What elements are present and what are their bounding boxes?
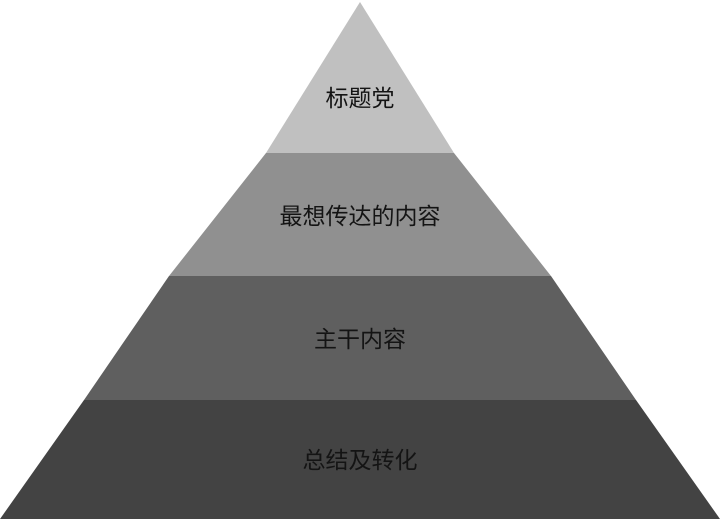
tier-1-shape bbox=[266, 2, 454, 153]
tier-1-label: 标题党 bbox=[325, 86, 395, 112]
tier-4-shape bbox=[0, 400, 720, 519]
tier-2-label: 最想传达的内容 bbox=[279, 204, 441, 230]
tier-4-label: 总结及转化 bbox=[302, 448, 418, 474]
tier-3-shape bbox=[84, 276, 636, 400]
tier-2-shape bbox=[169, 153, 551, 276]
tier-3-label: 主干内容 bbox=[314, 327, 406, 353]
